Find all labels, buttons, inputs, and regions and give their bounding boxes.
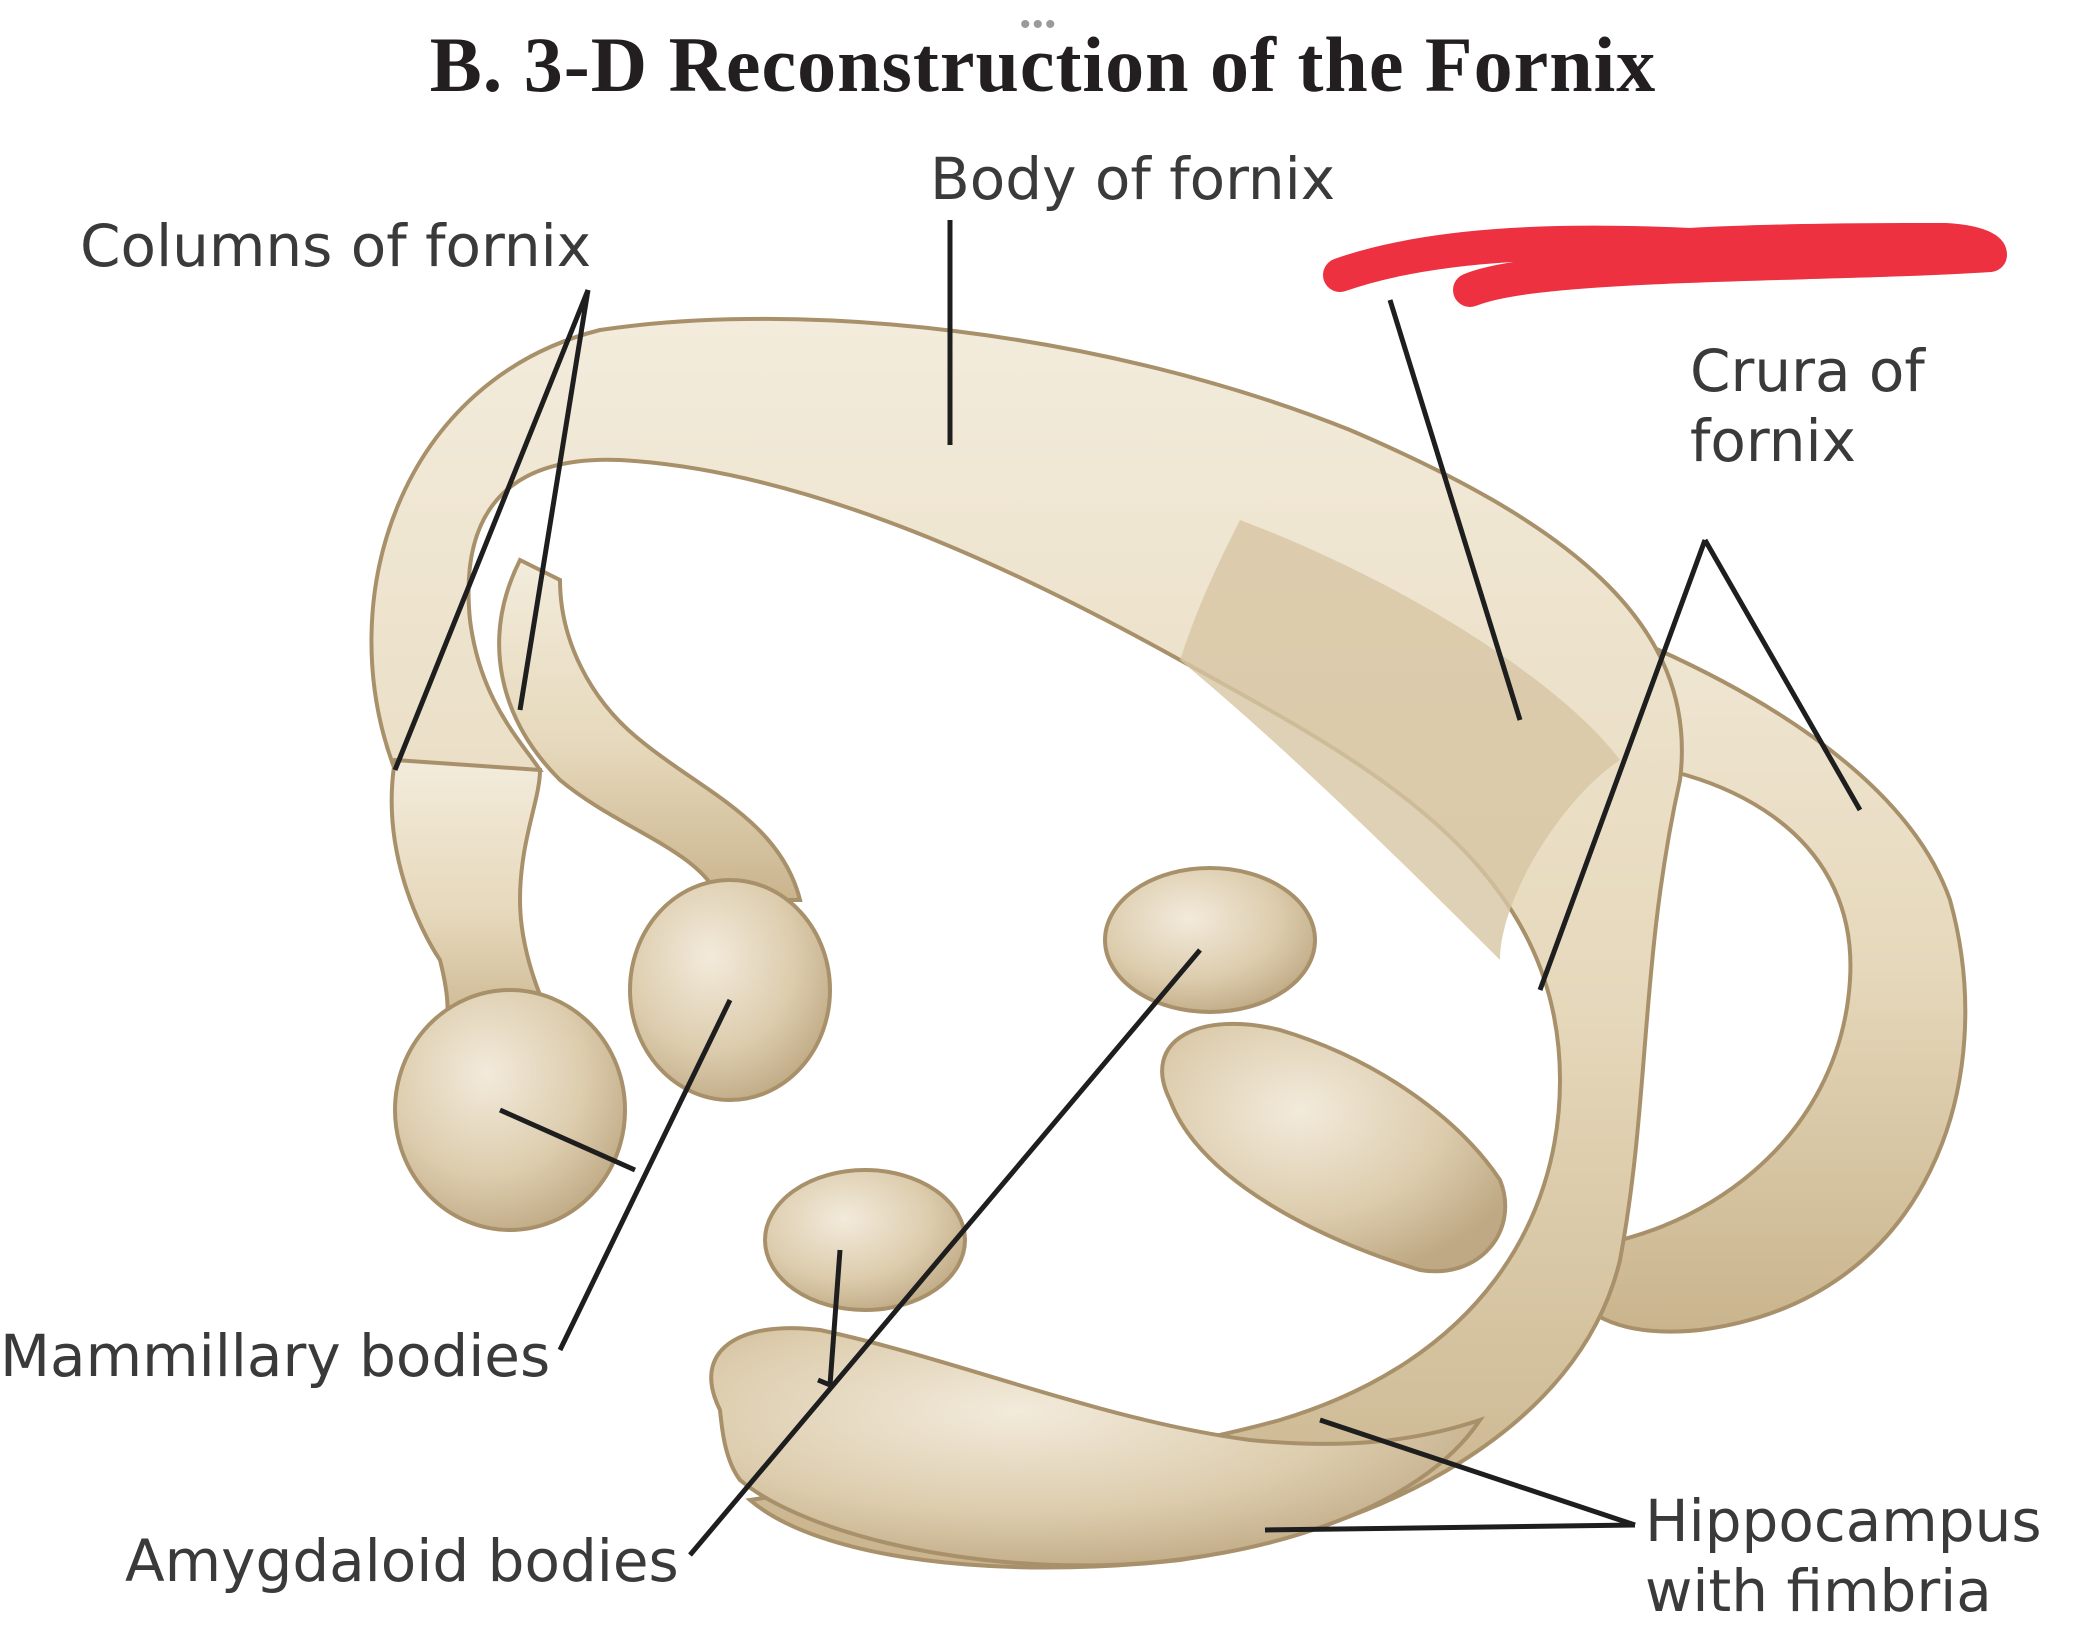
mammillary-body-left <box>393 988 627 1232</box>
label-columns-of-fornix: Columns of fornix <box>80 212 592 280</box>
leader-hippocampus-b <box>1264 1522 1636 1533</box>
leader-lines <box>392 220 1863 1557</box>
leader-amygdaloid-c <box>817 1377 831 1388</box>
label-mammillary-bodies: Mammillary bodies <box>0 1322 551 1390</box>
label-body-of-fornix: Body of fornix <box>930 145 1336 213</box>
label-amygdaloid-bodies: Amygdaloid bodies <box>125 1527 679 1595</box>
more-indicator: ••• <box>1020 8 1058 41</box>
leader-hippocampus-a <box>1319 1417 1636 1528</box>
leader-mammillary-b <box>498 1107 637 1173</box>
amygdaloid-body-lower <box>763 1168 967 1312</box>
hippocampus-left <box>709 1326 1485 1568</box>
leader-mammillary-a <box>557 998 733 1352</box>
leader-amygdaloid-a <box>688 948 1202 1557</box>
leader-crura-a <box>1537 539 1708 991</box>
leader-amygdaloid-b <box>827 1249 843 1386</box>
mammillary-body-right <box>628 878 832 1102</box>
leader-crura-b <box>1702 538 1863 812</box>
left-column-inner <box>497 557 803 902</box>
amygdaloid-body-upper <box>1103 866 1317 1014</box>
leader-columns-a <box>392 289 591 771</box>
leader-redacted <box>1387 299 1523 721</box>
fornix-striations <box>1180 520 1620 960</box>
label-crura-line1: Crura of <box>1690 337 1925 405</box>
leader-columns-b <box>517 289 591 711</box>
label-hippocampus-line2: with fimbria <box>1645 1557 1992 1625</box>
diagram-title: B. 3-D Reconstruction of the Fornix <box>429 21 1657 108</box>
hippocampus-right <box>1160 1021 1508 1274</box>
label-hippocampus-line1: Hippocampus <box>1645 1487 2042 1555</box>
label-crura-line2: fornix <box>1690 407 1856 475</box>
redaction-scribble <box>1323 223 2007 307</box>
